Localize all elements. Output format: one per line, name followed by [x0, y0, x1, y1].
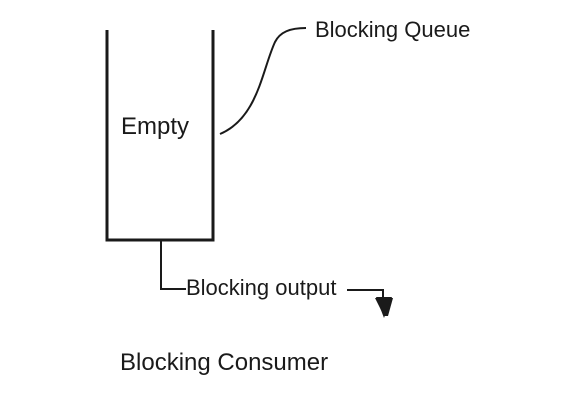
output-connector-line — [160, 240, 186, 290]
diagram-caption: Blocking Consumer — [120, 349, 328, 376]
queue-state-label: Empty — [121, 113, 189, 140]
output-arrow-line — [347, 289, 384, 300]
output-arrowhead-tip — [376, 297, 392, 318]
output-label: Blocking output — [186, 275, 336, 300]
queue-callout-line — [219, 27, 307, 135]
queue-title-label: Blocking Queue — [315, 17, 470, 42]
